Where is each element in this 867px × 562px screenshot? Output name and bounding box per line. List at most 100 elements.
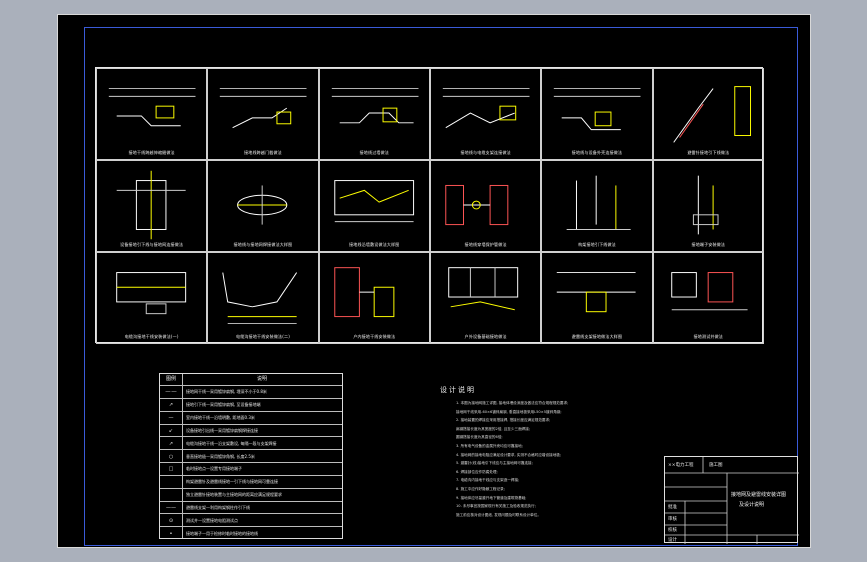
note-line: 10. 未尽事宜按国家现行有关施工及验收规范执行;: [456, 504, 536, 509]
detail-sketch: [672, 86, 751, 143]
title-block-project: ××电力工程: [668, 463, 694, 468]
detail-sketch: [333, 180, 414, 223]
detail-sketch: [220, 88, 307, 129]
legend-text: 电缆沟接地干线—沿支架敷设, 每隔一段与支架焊接: [186, 440, 277, 446]
note-line: 施工前应核对设计图纸, 发现问题及时联系设计单位。: [456, 512, 541, 517]
note-line: 接地网干线采用-60×6镀锌扁钢, 垂直接地极采用L50×5镀锌角钢;: [456, 409, 562, 414]
detail-panel: 接地测试井做法: [652, 252, 764, 344]
legend-symbol: ↗: [168, 440, 174, 447]
drawing-sheet: 接地干线跨越伸缩缝做法接地线跨越门槛做法接地线过墙做法接地线与电缆支架连接做法接…: [57, 14, 811, 548]
title-block-drawing-subtitle: 及设计说明: [739, 502, 765, 508]
detail-caption: 接地线过墙做法: [359, 150, 390, 155]
detail-caption: 户外设备基础接地做法: [464, 334, 507, 339]
legend-row: — 室内接地干线—沿墙明敷, 距地面0.3米: [160, 410, 342, 425]
note-line: 9. 接地体应尽量避开地下管道及建筑物基础;: [456, 495, 527, 500]
note-line: 圆钢搭接长度为其直径的6倍;: [456, 435, 503, 440]
detail-panel: 接地干线跨越伸缩缝做法: [96, 68, 208, 160]
legend-row: ↙ 设备接地引出线—采用镀锌扁钢焊接连接: [160, 423, 342, 438]
detail-sketch: [670, 272, 748, 311]
detail-sketch: [222, 272, 298, 324]
detail-caption: 接地线跨越门槛做法: [244, 150, 282, 155]
detail-caption: 设备接地引下线与接地网连接做法: [120, 242, 184, 247]
detail-caption: 接地线与设备外壳连接做法: [571, 150, 623, 155]
inner-frame: [84, 27, 798, 546]
detail-caption: 接地线与接地网焊接做法大样图: [233, 242, 293, 247]
title-block: ××电力工程 施工图 接地网及避雷线安装详图 及设计说明 批准 审核 校核 设计: [664, 456, 799, 544]
notes-title: 设计说明: [440, 386, 476, 394]
detail-panel: 户外设备基础接地做法: [430, 252, 542, 344]
detail-caption: 电缆沟接地干线安装做法(二): [236, 334, 290, 339]
legend-symbol: ○: [168, 453, 174, 460]
detail-sketch: [557, 272, 636, 313]
detail-panel: 接地线穿墙保护管做法: [430, 160, 542, 252]
detail-caption: 避雷针接地引下线做法: [687, 150, 730, 155]
detail-sketch: [116, 170, 186, 240]
detail-panel: 接地线与接地网焊接做法大样图: [207, 160, 319, 252]
title-block-row-design: 设计: [668, 538, 677, 543]
detail-sketch: [237, 185, 288, 225]
legend-text: 接地引下线—采用镀锌扁钢, 至设备接地端: [186, 402, 261, 408]
note-line: 5. 避雷针(线)接地引下线应与主接地网可靠连接;: [456, 461, 533, 466]
note-line: 8. 施工中应作好隐蔽工程记录;: [456, 487, 505, 491]
title-block-row-approve: 批准: [668, 505, 677, 510]
legend-divider: [182, 374, 183, 538]
legend-symbol: □: [168, 466, 174, 473]
legend-text: 独立避雷针接地装置与主接地网的距离应满足规程要求: [186, 492, 282, 498]
detail-caption: 接地线与电缆支架连接做法: [460, 150, 511, 155]
detail-panel: 构架接地引下线做法: [541, 160, 653, 252]
note-line: 2. 接地装置的焊接应采用搭接焊, 搭接长度应满足规范要求;: [456, 418, 551, 423]
detail-panel: 设备接地引下线与接地网连接做法: [96, 160, 208, 252]
legend-symbol: —: [168, 415, 174, 422]
legend-row: □ 临时接地点—设置专用接地端子: [160, 462, 342, 476]
detail-caption: 构架接地引下线做法: [578, 242, 616, 247]
legend-symbol: ——: [166, 504, 176, 511]
legend-text: 接地端子—用于检修时临时接地的接地线: [186, 530, 258, 536]
legend-text: 避雷线支架—利用构架钢柱作引下线: [186, 504, 250, 510]
legend-symbol: ↗: [168, 402, 174, 409]
legend-row: ⊙测试井—设置接地电阻测试点: [160, 513, 342, 527]
detail-panel: 接地线与电缆支架连接做法: [430, 68, 542, 160]
legend-symbol: ↙: [168, 427, 174, 434]
legend-text: 垂直接地极—采用镀锌角钢, 长度2.5米: [186, 453, 255, 459]
legend-row: ↗ 电缆沟接地干线—沿支架敷设, 每隔一段与支架焊接: [160, 436, 342, 450]
legend-symbol: ⊙: [168, 517, 174, 524]
detail-sketch: [692, 175, 719, 235]
legend-row: —·—接地网干线—采用镀锌扁钢, 埋深不小于0.8米: [160, 385, 342, 399]
detail-caption: 接地线沿墙敷设做法大样图: [349, 242, 400, 247]
detail-panel: 避雷针接地引下线做法: [652, 68, 764, 160]
title-block-phase: 施工图: [709, 463, 723, 468]
detail-panel: 避雷线支架接地做法大样图: [541, 252, 653, 344]
detail-caption: 接地干线跨越伸缩缝做法: [128, 150, 175, 155]
detail-sketch: [331, 88, 419, 124]
legend-symbol: —·—: [165, 389, 177, 396]
detail-sketch: [116, 272, 187, 315]
legend-text: 室内接地干线—沿墙明敷, 距地面0.3米: [186, 415, 255, 421]
note-line: 扁钢搭接长度为其宽度的2倍, 且至少三面焊接;: [456, 426, 531, 431]
detail-caption: 电缆沟接地干线安装做法(一): [124, 334, 179, 339]
note-line: 3. 所有电气设备的金属外壳均应可靠接地;: [456, 444, 523, 448]
detail-panel: 户内接地干线安装做法: [318, 252, 430, 344]
detail-sketch: [445, 184, 509, 226]
detail-sketch: [108, 88, 196, 127]
legend-row: • 接地端子—用于检修时临时接地的接地线: [160, 526, 342, 540]
title-block-row-review: 审核: [668, 517, 677, 522]
detail-sketch: [448, 267, 519, 311]
detail-caption: 避雷线支架接地做法大样图: [571, 334, 623, 339]
legend-table: 图例 说明 —·—接地网干线—采用镀锌扁钢, 埋深不小于0.8米 ↗ 接地引下线—采…: [159, 373, 343, 539]
detail-grid: 接地干线跨越伸缩缝做法接地线跨越门槛做法接地线过墙做法接地线与电缆支架连接做法接…: [95, 67, 764, 344]
detail-caption: 接地端子安装做法: [691, 242, 726, 247]
legend-row: 构架避雷针及避雷线接地—引下线与接地网可靠连接: [160, 474, 342, 489]
legend-row: —— 避雷线支架—利用构架钢柱作引下线: [160, 500, 342, 515]
legend-row: 独立避雷针接地装置与主接地网的距离应满足规程要求: [160, 487, 342, 502]
legend-col-desc: 说明: [256, 376, 267, 382]
detail-panel: 接地线与设备外壳连接做法: [541, 68, 653, 160]
legend-row: ↗ 接地引下线—采用镀锌扁钢, 至设备接地端: [160, 397, 342, 412]
legend-text: 临时接地点—设置专用接地端子: [186, 466, 242, 472]
detail-panel: 接地线沿墙敷设做法大样图: [318, 160, 430, 252]
detail-panel: 接地线跨越门槛做法: [207, 68, 319, 160]
legend-symbol: •: [169, 530, 173, 537]
legend-text: 设备接地引出线—采用镀锌扁钢焊接连接: [186, 427, 258, 433]
legend-col-symbol: 图例: [165, 376, 176, 382]
note-line: 6. 焊接部位应作防腐处理;: [456, 469, 498, 474]
detail-sketch: [566, 175, 631, 230]
